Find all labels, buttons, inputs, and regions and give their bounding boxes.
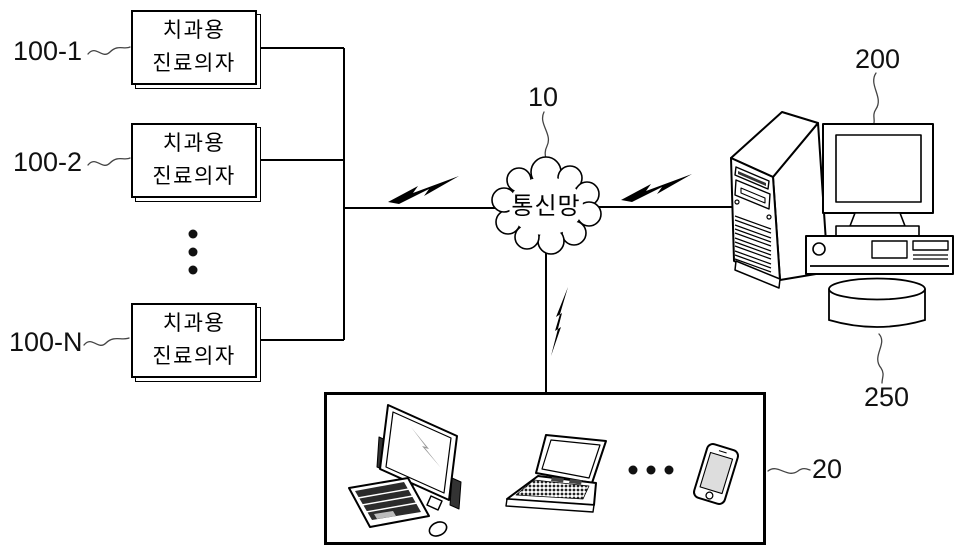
leader-20 xyxy=(767,467,811,474)
desktop-monitor-foot-right xyxy=(426,495,443,511)
tower-vents xyxy=(734,215,772,273)
server-monitor-neck xyxy=(849,212,906,227)
desktop-speaker-right xyxy=(449,477,462,510)
network-cloud-shape xyxy=(491,156,602,255)
desktop-screen-glare xyxy=(411,427,441,468)
chair-box-1: 치과용 진료의자 xyxy=(131,10,257,85)
chair-box-n-line1: 치과용 xyxy=(162,311,226,335)
database-cylinder-icon xyxy=(828,277,926,328)
tower-drive-slot-1 xyxy=(738,171,766,186)
lightning-bolt-vertical xyxy=(551,287,568,356)
leader-100-2 xyxy=(87,157,131,166)
smartphone-home-button xyxy=(705,491,714,500)
leader-squiggles xyxy=(83,46,884,474)
laptop-base-skirt xyxy=(505,498,595,513)
chair-box-1-line1: 치과용 xyxy=(162,18,226,42)
ref-label-10: 10 xyxy=(528,82,559,112)
chair-box-1-line2: 진료의자 xyxy=(152,51,236,75)
laptop-screen xyxy=(541,439,601,479)
tower-screw-bottom xyxy=(766,214,772,220)
server-case-power-button xyxy=(812,242,826,256)
chair-box-n-line2: 진료의자 xyxy=(152,344,236,368)
ref-label-100-1: 100-1 xyxy=(13,36,83,66)
client-devices-box xyxy=(324,392,766,545)
ref-label-20: 20 xyxy=(812,454,843,484)
smartphone-speaker xyxy=(718,450,727,454)
desktop-computer-icon xyxy=(348,404,462,537)
tower-screw-top xyxy=(734,199,740,205)
leader-10 xyxy=(542,111,549,164)
desktop-monitor-screen xyxy=(385,411,452,494)
ref-label-200: 200 xyxy=(855,44,901,74)
laptop-icon xyxy=(505,434,607,513)
network-cloud-label: 통신망 xyxy=(511,193,581,220)
horizontal-ellipsis xyxy=(628,465,674,475)
laptop-hinge-right xyxy=(569,479,582,485)
ref-label-100-2: 100-2 xyxy=(13,147,83,177)
chair-box-n: 치과용 진료의자 xyxy=(131,303,257,378)
server-case-floppy-slot xyxy=(912,240,949,251)
laptop-keys xyxy=(515,479,590,500)
leader-100-N xyxy=(83,337,130,346)
ref-label-100-n: 100-N xyxy=(9,327,83,357)
lightning-bolt-left xyxy=(388,176,459,204)
chair-box-2-line2: 진료의자 xyxy=(152,164,236,188)
server-monitor-screen xyxy=(835,134,922,203)
connection-lines xyxy=(257,47,732,392)
tower-drive-slot-2 xyxy=(740,187,766,204)
server-computer-icon xyxy=(730,111,954,289)
leader-250 xyxy=(877,333,884,384)
desktop-keyboard-rows xyxy=(357,488,418,513)
ref-label-250: 250 xyxy=(864,382,910,412)
desktop-mouse xyxy=(428,521,448,537)
chair-box-2-line1: 치과용 xyxy=(162,131,226,155)
server-case-drive-bay xyxy=(871,240,908,259)
leader-100-1 xyxy=(87,46,131,55)
lightning-bolt-right xyxy=(621,174,692,202)
vertical-ellipsis xyxy=(188,229,198,275)
leader-200 xyxy=(873,72,879,124)
wireless-link-icons xyxy=(388,174,692,356)
smartphone-screen xyxy=(699,451,734,495)
server-case-vent-lines xyxy=(913,254,948,260)
laptop-hinge-left xyxy=(551,477,564,483)
desktop-space-bar xyxy=(374,511,396,519)
tower-base xyxy=(734,260,781,289)
client-devices-icons xyxy=(348,404,739,537)
smartphone-icon xyxy=(693,443,739,505)
server-monitor-stand xyxy=(835,225,920,237)
chair-box-2: 치과용 진료의자 xyxy=(131,123,257,198)
